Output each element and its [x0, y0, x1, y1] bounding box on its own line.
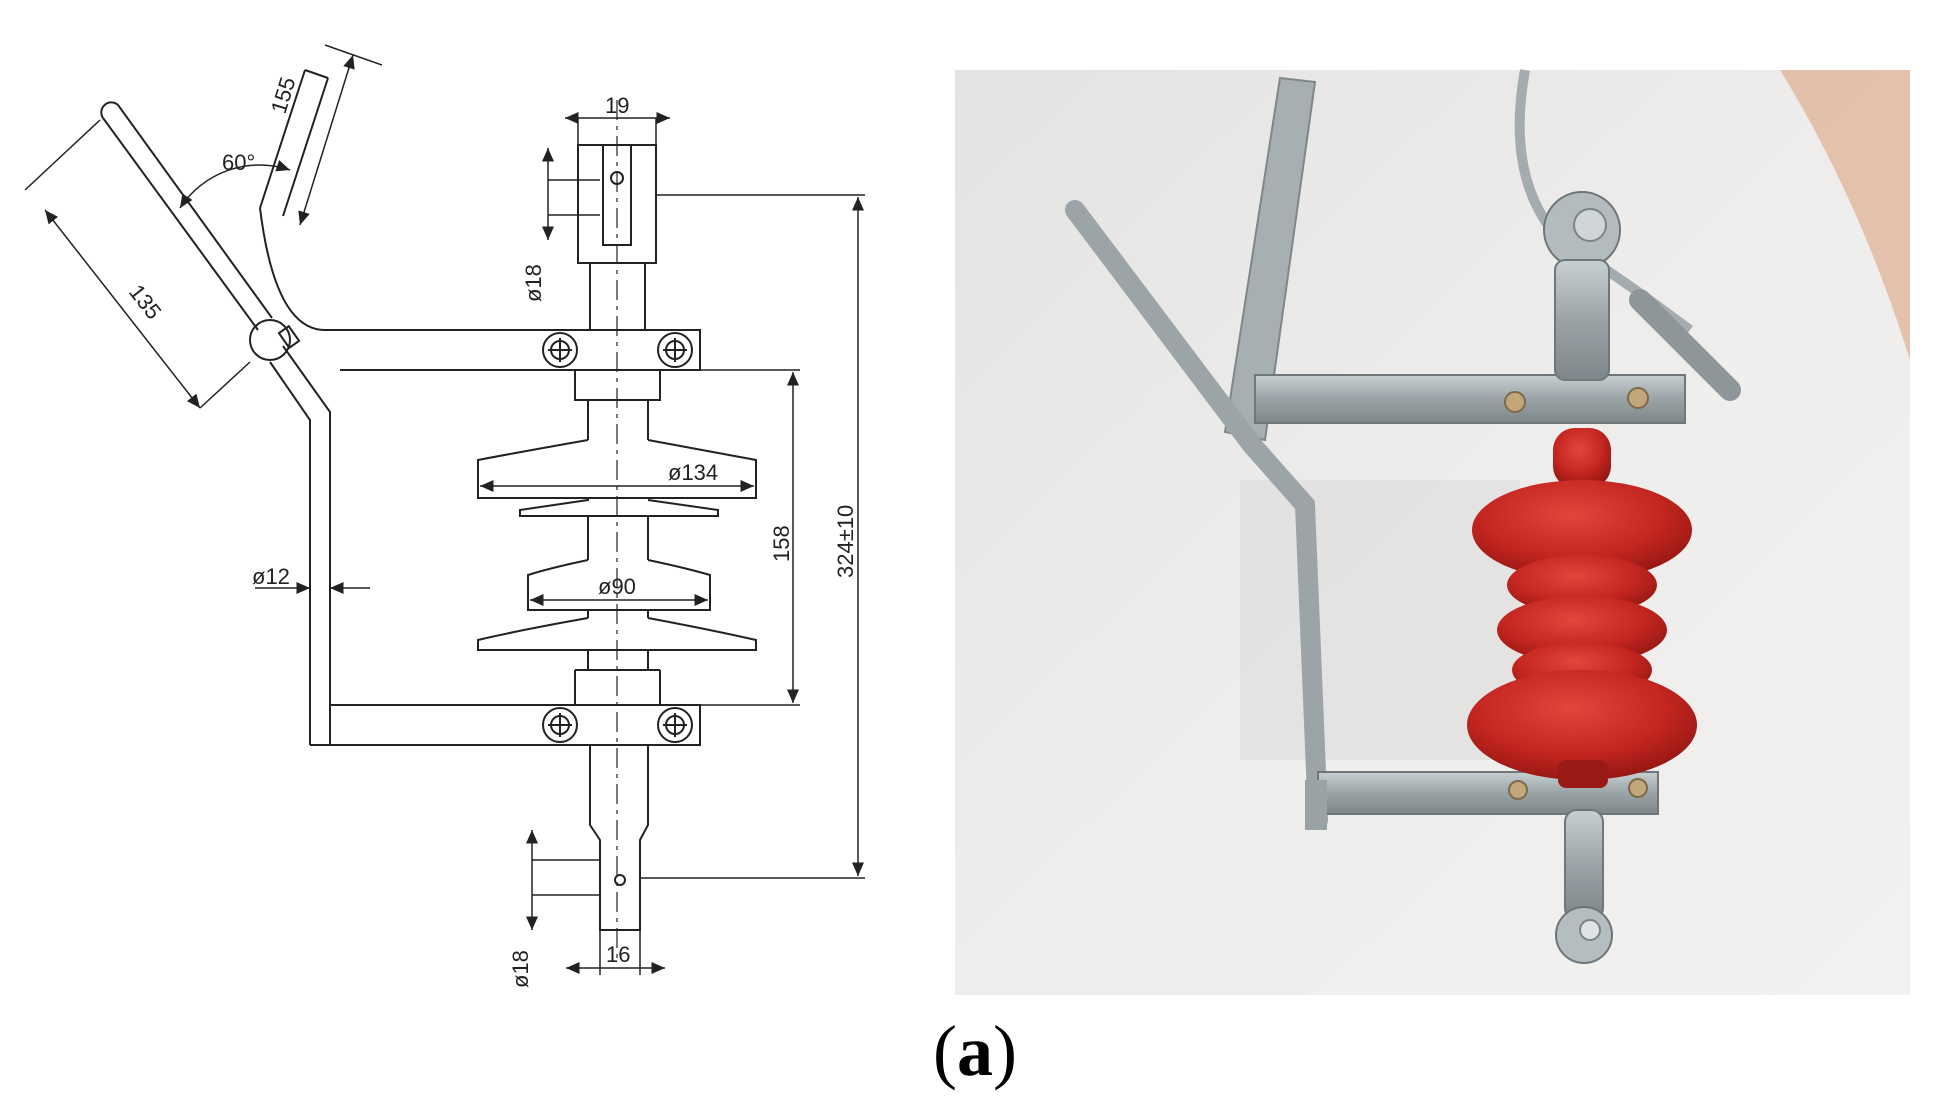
- dimension-labels: 155 60° 135 19 ø18 ø12 ø134 ø90 158 324±…: [124, 74, 858, 988]
- dim-phi90: ø90: [598, 574, 636, 599]
- dim-phi18-bottom: ø18: [508, 950, 533, 988]
- dim-phi12: ø12: [252, 564, 290, 589]
- dimension-lines: [24, 44, 865, 975]
- bracket-vertical-rod: [269, 345, 331, 745]
- dim-135: 135: [124, 280, 166, 324]
- caption-open-paren: (: [933, 1011, 957, 1091]
- dim-324: 324±10: [833, 505, 858, 578]
- photo-flat-blade: [1223, 76, 1317, 442]
- dim-phi134: ø134: [668, 460, 718, 485]
- bracket-arms: [100, 69, 329, 361]
- top-plate: [259, 207, 701, 371]
- photo-red-insulator: [1467, 428, 1697, 788]
- bottom-plate: [310, 704, 701, 746]
- dim-60-degree: 60°: [222, 150, 255, 175]
- dim-phi18-top: ø18: [521, 264, 546, 302]
- insulator-photo: [955, 69, 1910, 995]
- dim-155: 155: [266, 74, 301, 116]
- photo-angled-rod: [1065, 200, 1328, 830]
- dim-16: 16: [606, 942, 630, 967]
- technical-drawing: 155 60° 135 19 ø18 ø12 ø134 ø90 158 324±…: [24, 44, 865, 988]
- photo-upper-bracket: [1254, 374, 1686, 424]
- caption-close-paren: ): [993, 1011, 1017, 1091]
- dim-158: 158: [769, 525, 794, 562]
- figure-caption: (a): [0, 1010, 1950, 1093]
- dim-19: 19: [605, 93, 629, 118]
- caption-letter: a: [957, 1011, 993, 1091]
